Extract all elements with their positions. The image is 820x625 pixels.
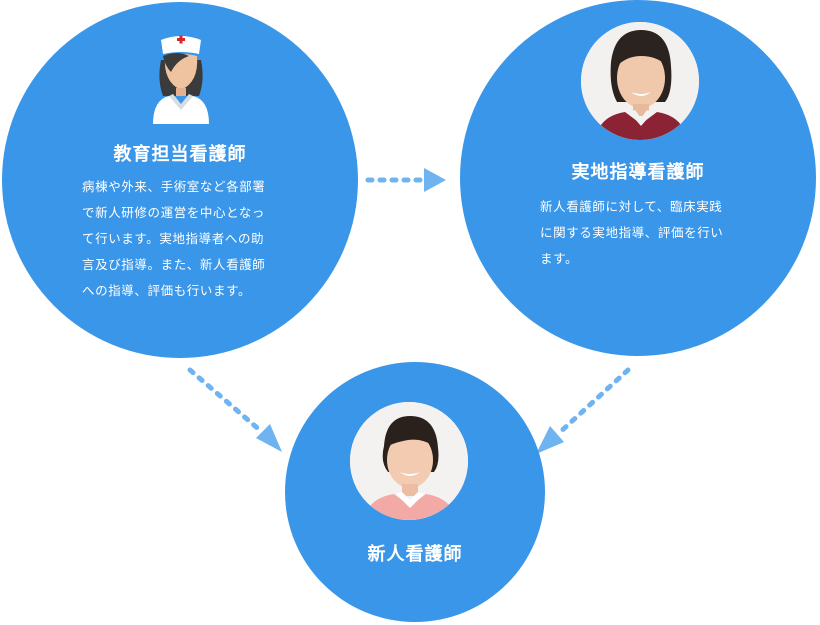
description-line: 病棟や外来、手術室など各部署 xyxy=(82,179,266,194)
description-line: 言及び指導。また、新人看護師 xyxy=(82,257,266,272)
description-line: で新人研修の運営を中心となっ xyxy=(82,205,266,220)
new-nurse-node: 新人看護師 xyxy=(285,362,545,622)
education-nurse-node: 教育担当看護師 病棟や外来、手術室など各部署 で新人研修の運営を中心となっ て行… xyxy=(2,2,358,358)
new-nurse-title: 新人看護師 xyxy=(367,544,463,565)
description-line: への指導、評価も行います。 xyxy=(82,283,252,298)
ojt-nurse-title: 実地指導看護師 xyxy=(571,162,705,183)
ojt-nurse-photo xyxy=(581,22,699,140)
new-nurse-photo xyxy=(350,402,468,520)
arrow-education-to-new xyxy=(187,367,282,452)
ojt-nurse-description: 新人看護師に対して、臨床実践 に関する実地指導、評価を行い ます。 xyxy=(540,194,748,272)
new-nurse-photo xyxy=(350,402,468,520)
description-line: て行います。実地指導者への助 xyxy=(82,231,265,246)
ojt-nurse-node: 実地指導看護師 新人看護師に対して、臨床実践 に関する実地指導、評価を行い ます… xyxy=(460,0,816,356)
description-line: ます。 xyxy=(540,251,579,266)
description-line: に関する実地指導、評価を行い xyxy=(540,225,724,240)
education-nurse-description: 病棟や外来、手術室など各部署 で新人研修の運営を中心となっ て行います。実地指導… xyxy=(82,174,290,304)
nurse-icon xyxy=(153,35,209,124)
arrow-education-to-ojt xyxy=(365,168,446,192)
description-line: 新人看護師に対して、臨床実践 xyxy=(540,199,723,214)
education-nurse-title: 教育担当看護師 xyxy=(113,144,247,165)
arrow-ojt-to-new xyxy=(536,367,631,454)
nurse-photo xyxy=(581,22,699,140)
